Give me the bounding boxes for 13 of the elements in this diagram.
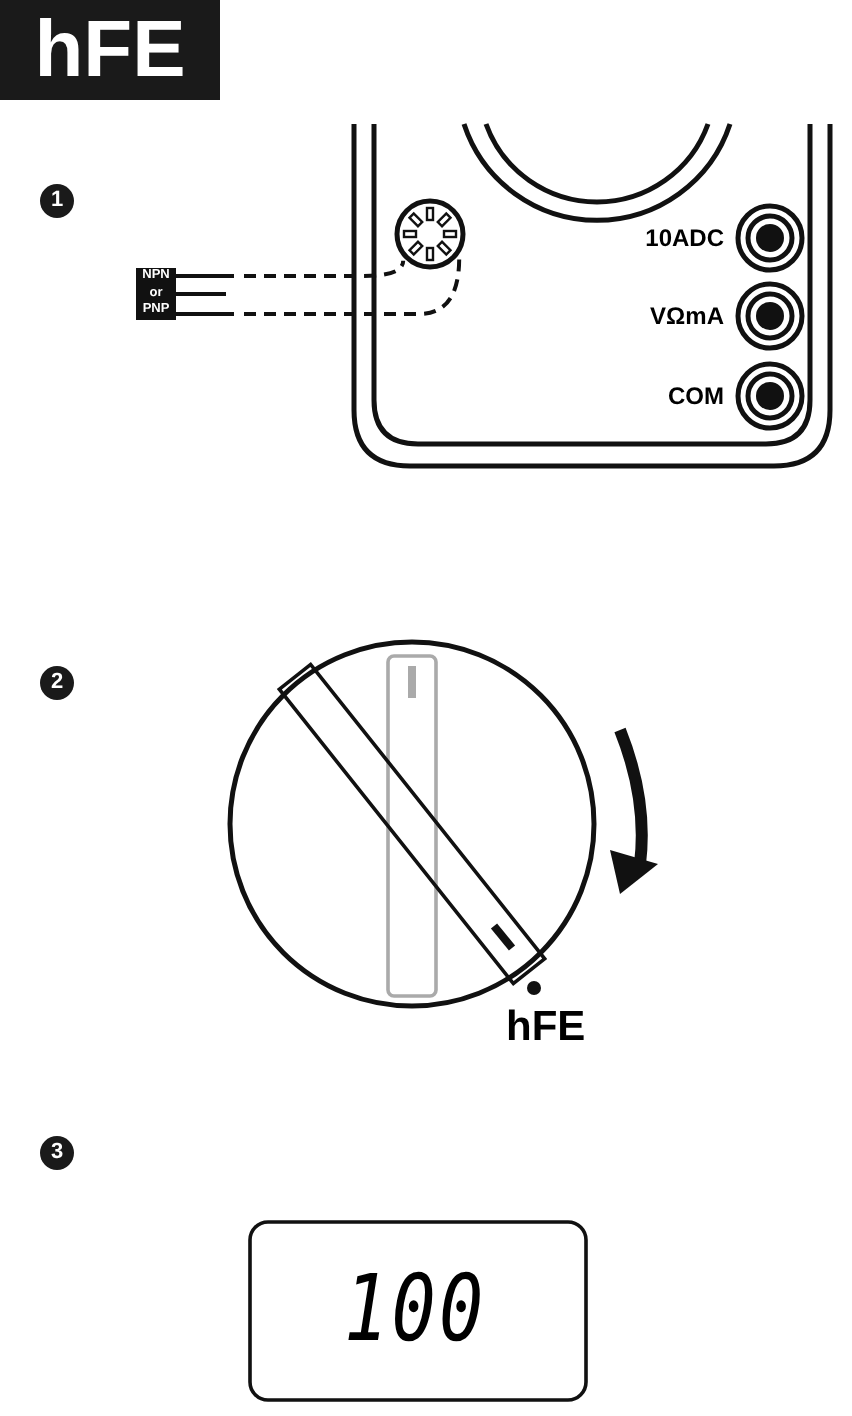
transistor xyxy=(136,266,240,322)
dashed-connector xyxy=(244,260,406,278)
title-banner: hFE xyxy=(0,0,220,100)
step-number: 2 xyxy=(40,666,74,700)
jack-label: COM xyxy=(666,382,724,410)
transistor-socket-icon xyxy=(394,198,466,270)
display-reading: 100 xyxy=(344,1256,487,1360)
jack-label: VΩmA xyxy=(648,302,724,330)
dial-position-label: hFE xyxy=(506,1004,586,1052)
step-number: 3 xyxy=(40,1136,74,1170)
step-number: 1 xyxy=(40,184,74,218)
dashed-connector xyxy=(244,258,462,316)
jack-label: 10ADC xyxy=(643,224,724,252)
